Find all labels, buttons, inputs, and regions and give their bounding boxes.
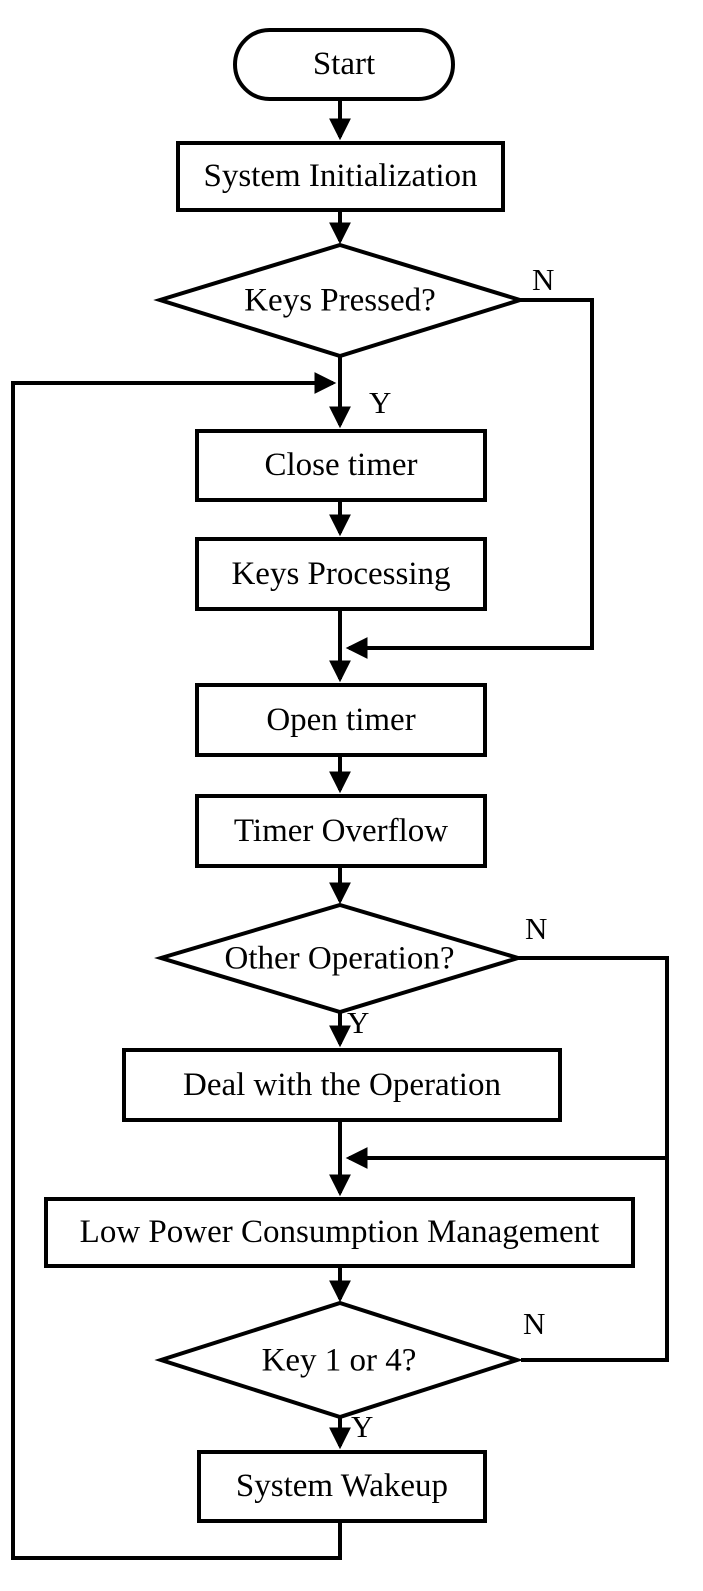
node-open-timer-label: Open timer [266, 701, 416, 738]
node-deal-with-operation: Deal with the Operation [122, 1048, 562, 1122]
node-other-operation-label: Other Operation? [224, 940, 455, 977]
node-open-timer: Open timer [195, 683, 487, 757]
node-close-timer: Close timer [195, 429, 487, 502]
node-system-initialization: System Initialization [176, 141, 505, 212]
edge-wakeup-loop-back [11, 372, 342, 1560]
node-system-wakeup-label: System Wakeup [235, 1468, 449, 1505]
node-start-label: Start [312, 46, 376, 83]
decision-key-1-or-4-shape [154, 1300, 524, 1420]
node-close-timer-label: Close timer [264, 447, 418, 484]
edge-keyspressed-no-branch [345, 298, 594, 659]
node-keys-pressed-label: Keys Pressed? [244, 282, 436, 319]
edge-label-keys-pressed-no: N [532, 262, 555, 297]
node-system-initialization-label: System Initialization [203, 158, 478, 195]
node-start: Start [233, 28, 455, 101]
node-timer-overflow: Timer Overflow [195, 794, 487, 868]
edge-label-other-operation-yes: Y [347, 1005, 370, 1040]
edge-label-other-operation-no: N [525, 911, 548, 946]
edge-label-key-1-or-4-no: N [523, 1306, 546, 1341]
node-system-wakeup: System Wakeup [197, 1450, 487, 1523]
node-keys-processing: Keys Processing [195, 537, 487, 611]
edge-label-keys-pressed-yes: Y [369, 385, 392, 420]
decision-keys-pressed-shape [153, 242, 527, 359]
node-low-power-management: Low Power Consumption Management [44, 1197, 635, 1268]
node-timer-overflow-label: Timer Overflow [233, 812, 449, 849]
node-key-1-or-4-label: Key 1 or 4? [261, 1342, 417, 1379]
node-low-power-management-label: Low Power Consumption Management [79, 1214, 600, 1251]
node-deal-with-operation-label: Deal with the Operation [183, 1066, 501, 1103]
decision-other-operation-shape [154, 902, 525, 1015]
edge-label-key-1-or-4-yes: Y [351, 1409, 374, 1444]
node-keys-processing-label: Keys Processing [231, 555, 451, 592]
